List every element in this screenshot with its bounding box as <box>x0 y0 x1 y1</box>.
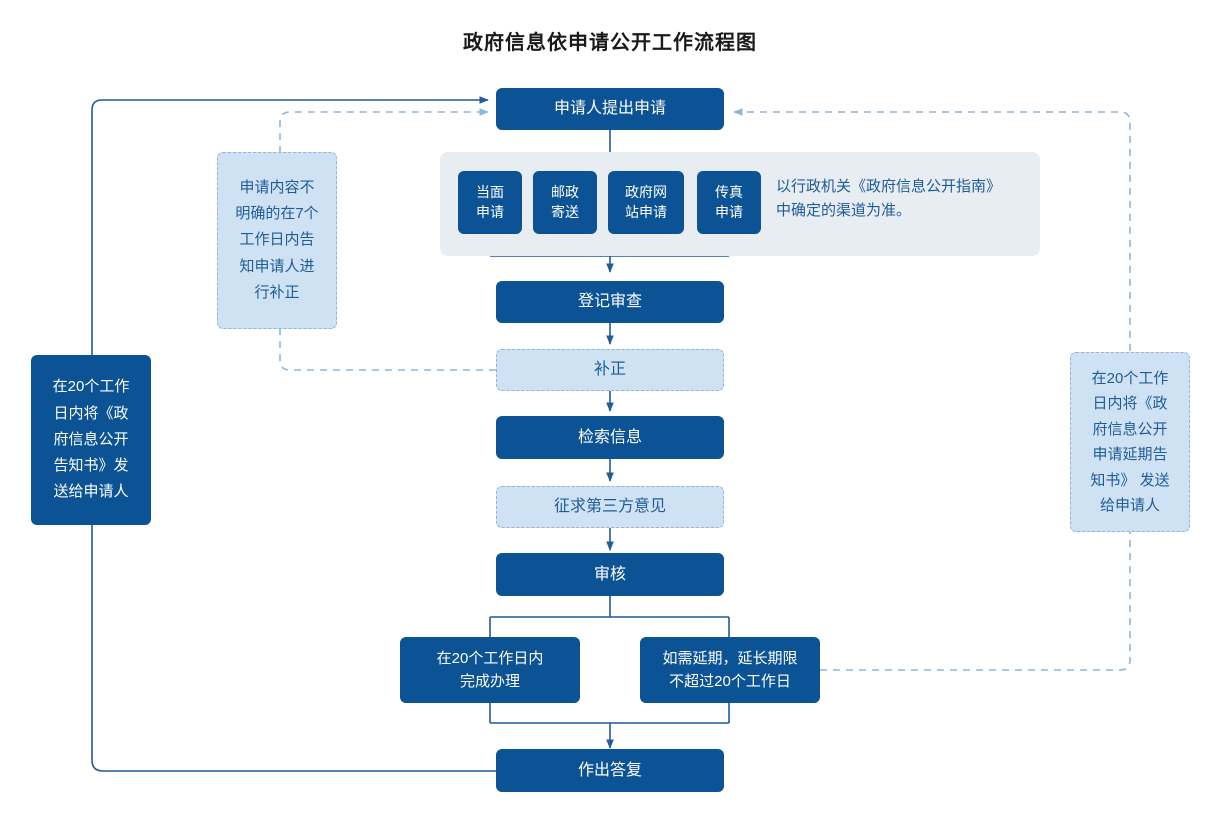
node-complete-in-20-days-label: 在20个工作日内 完成办理 <box>436 649 544 690</box>
node-third-party-opinion-label: 征求第三方意见 <box>553 498 666 516</box>
note-disclosure-notice-label: 在20个工作 日内将《政 府信息公开 告知书》发 送给申请人 <box>52 378 130 501</box>
node-retrieve-information-label: 检索信息 <box>577 428 642 446</box>
note-extension-notice-label: 在20个工作 日内将《政 府信息公开 申请延期告 知书》 发送 给申请人 <box>1090 369 1170 515</box>
node-registration-review-label: 登记审查 <box>577 293 642 311</box>
node-channel-in-person[interactable]: 当面 申请 <box>458 171 522 234</box>
note-extension-notice[interactable]: 在20个工作 日内将《政 府信息公开 申请延期告 知书》 发送 给申请人 <box>1070 352 1190 532</box>
node-channel-fax-label: 传真 申请 <box>715 183 743 220</box>
node-retrieve-information[interactable]: 检索信息 <box>496 416 724 459</box>
page-title: 政府信息依申请公开工作流程图 <box>463 32 757 54</box>
node-channel-postal-label: 邮政 寄送 <box>551 183 579 220</box>
node-extension-label: 如需延期，延长期限 不超过20个工作日 <box>662 649 798 690</box>
note-unclear-application[interactable]: 申请内容不 明确的在7个 工作日内告 知申请人进 行补正 <box>217 152 337 329</box>
note-disclosure-notice[interactable]: 在20个工作 日内将《政 府信息公开 告知书》发 送给申请人 <box>31 355 151 525</box>
node-channel-in-person-label: 当面 申请 <box>476 183 504 220</box>
node-start-label: 申请人提出申请 <box>553 100 666 118</box>
node-reply-label: 作出答复 <box>577 761 642 779</box>
channel-note: 以行政机关《政府信息公开指南》 中确定的渠道为准。 <box>776 178 1002 219</box>
node-correction-label: 补正 <box>593 361 626 379</box>
node-channel-fax[interactable]: 传真 申请 <box>697 171 761 234</box>
node-complete-in-20-days[interactable]: 在20个工作日内 完成办理 <box>400 637 580 703</box>
node-reply[interactable]: 作出答复 <box>496 749 724 792</box>
node-channel-website-label: 政府网 站申请 <box>625 183 667 220</box>
node-registration-review[interactable]: 登记审查 <box>496 281 724 323</box>
node-review-label: 审核 <box>593 565 626 583</box>
node-correction[interactable]: 补正 <box>496 349 724 391</box>
node-review[interactable]: 审核 <box>496 553 724 596</box>
note-unclear-application-label: 申请内容不 明确的在7个 工作日内告 知申请人进 行补正 <box>235 178 319 301</box>
node-third-party-opinion[interactable]: 征求第三方意见 <box>496 486 724 528</box>
node-channel-postal[interactable]: 邮政 寄送 <box>533 171 597 234</box>
node-start[interactable]: 申请人提出申请 <box>496 88 724 130</box>
node-channel-website[interactable]: 政府网 站申请 <box>608 171 684 234</box>
node-extension[interactable]: 如需延期，延长期限 不超过20个工作日 <box>640 637 820 703</box>
